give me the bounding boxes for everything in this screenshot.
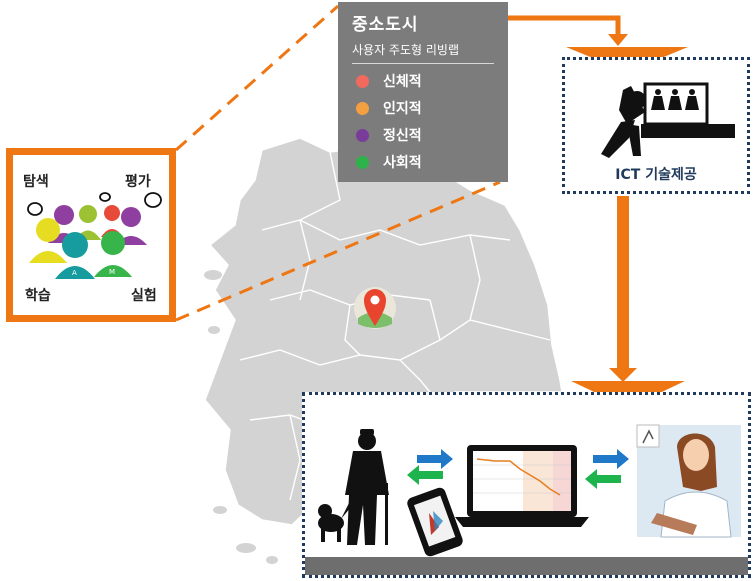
- legend-item-mental: 정신적: [352, 125, 494, 145]
- participants-panel: 탐색 평가 학습 실험 A: [6, 148, 176, 322]
- legend-dot-icon: [356, 74, 369, 88]
- stretching-person-icon: [601, 86, 646, 158]
- speech-bubble-icon: [27, 192, 162, 216]
- label-experiment: 실험: [131, 288, 157, 304]
- island: [213, 506, 227, 514]
- island: [204, 270, 222, 280]
- legend-item-label: 사회적: [383, 155, 422, 171]
- legend-dot-icon: [356, 155, 369, 169]
- legend-dot-icon: [356, 128, 369, 142]
- zoom-guide-lines: [175, 4, 501, 322]
- korea-map: [204, 137, 563, 564]
- legend-dot-icon: [356, 101, 369, 115]
- sync-arrows-icon: [585, 449, 629, 489]
- sync-arrows-icon: [407, 449, 453, 485]
- legend-item-cognitive: 인지적: [352, 98, 494, 118]
- location-pin-icon: [354, 287, 396, 329]
- exercisers-icon: [651, 89, 699, 110]
- dog-icon: [318, 503, 351, 542]
- care-scene-illustration: [318, 424, 741, 557]
- smartphone-icon: [407, 487, 463, 557]
- legend-title: 중소도시: [352, 15, 419, 35]
- laptop-icon: [455, 445, 589, 527]
- living-lab-legend: 중소도시 사용자 주도형 리빙랩 신체적 인지적 정신적 사회적: [338, 2, 508, 182]
- shirt-letter: A: [72, 269, 77, 277]
- legend-item-label: 정신적: [383, 128, 422, 144]
- legend-item-label: 인지적: [383, 101, 422, 117]
- island: [208, 326, 220, 334]
- legend-item-label: 신체적: [383, 74, 422, 90]
- island: [266, 556, 278, 564]
- elderly-man-icon: [345, 429, 389, 545]
- label-learn: 학습: [25, 288, 51, 304]
- people-group-icon: A M: [27, 192, 162, 279]
- island: [236, 543, 256, 553]
- label-explore: 탐색: [23, 174, 49, 190]
- legend-item-social: 사회적: [352, 152, 494, 172]
- shirt-letter: M: [109, 268, 115, 276]
- ict-technology-panel: ICT 기술제공: [562, 57, 750, 194]
- panel-footer-bar: [305, 557, 748, 575]
- care-service-panel: [302, 392, 751, 578]
- exercise-screen-icon: [601, 82, 735, 158]
- label-evaluate: 평가: [125, 174, 151, 190]
- legend-subtitle: 사용자 주도형 리빙랩: [352, 41, 494, 64]
- legend-item-physical: 신체적: [352, 71, 494, 91]
- xray-icon: [636, 424, 660, 448]
- ict-caption: ICT 기술제공: [615, 167, 697, 183]
